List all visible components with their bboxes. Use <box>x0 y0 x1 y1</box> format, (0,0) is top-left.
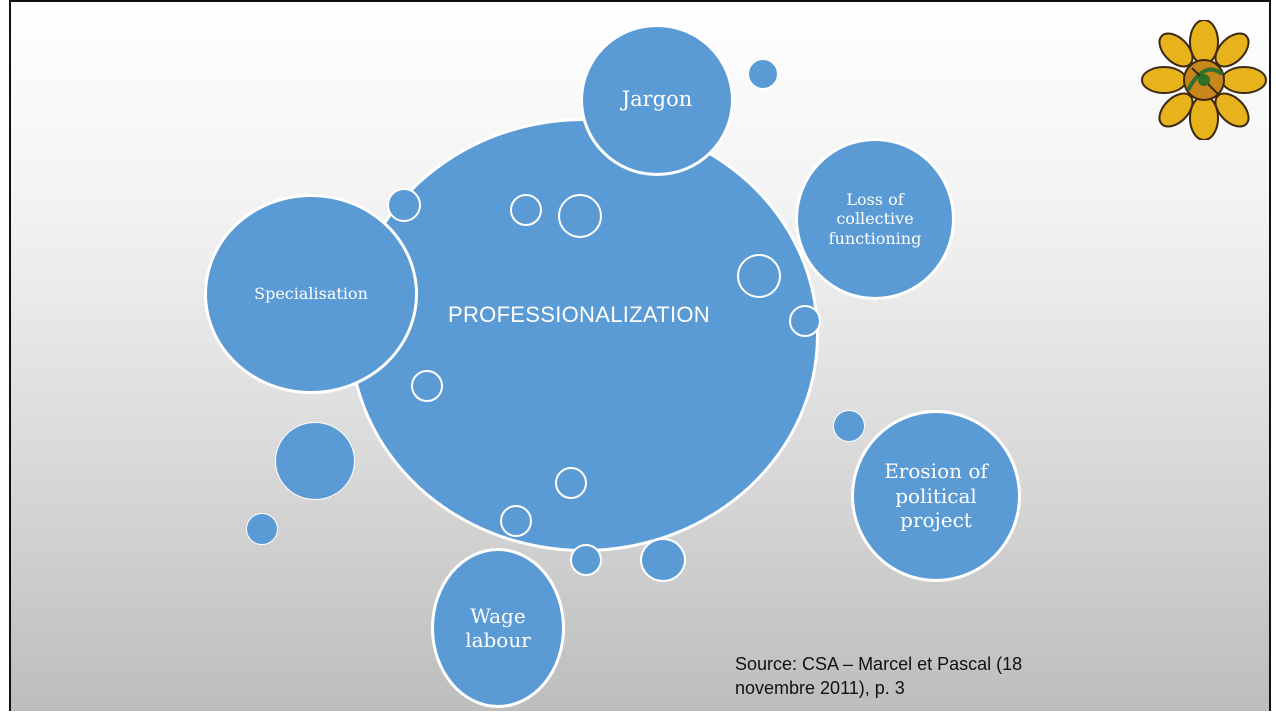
decor-ring <box>558 194 602 238</box>
jargon-label: Jargon <box>621 87 693 112</box>
decor-dot <box>387 188 421 222</box>
decor-dot <box>246 513 278 545</box>
decor-ring <box>737 254 781 298</box>
decor-dot <box>640 538 686 582</box>
erosion-label: Erosion of political project <box>884 459 988 533</box>
erosion-bubble: Erosion of political project <box>851 410 1021 582</box>
decor-dot <box>275 422 355 500</box>
wage-bubble: Wage labour <box>431 548 565 708</box>
decor-dot <box>789 305 821 337</box>
source-citation: Source: CSA – Marcel et Pascal (18 novem… <box>735 654 1023 699</box>
specialisation-bubble: Specialisation <box>204 194 418 394</box>
loss-bubble: Loss of collective functioning <box>795 138 955 300</box>
wage-label: Wage labour <box>465 603 531 652</box>
center-label: PROFESSIONALIZATION <box>448 301 710 327</box>
jargon-bubble: Jargon <box>580 24 734 176</box>
decor-ring <box>500 505 532 537</box>
loss-label: Loss of collective functioning <box>828 189 922 248</box>
decor-ring <box>411 370 443 402</box>
decor-ring <box>555 467 587 499</box>
decor-dot <box>833 410 865 442</box>
decor-dot <box>570 544 602 576</box>
decor-ring <box>510 194 542 226</box>
sunflower-logo-icon <box>1141 20 1267 140</box>
slide-canvas: PROFESSIONALIZATION Jargon Loss of colle… <box>9 0 1271 711</box>
specialisation-label: Specialisation <box>254 284 368 304</box>
decor-dot <box>748 59 778 89</box>
